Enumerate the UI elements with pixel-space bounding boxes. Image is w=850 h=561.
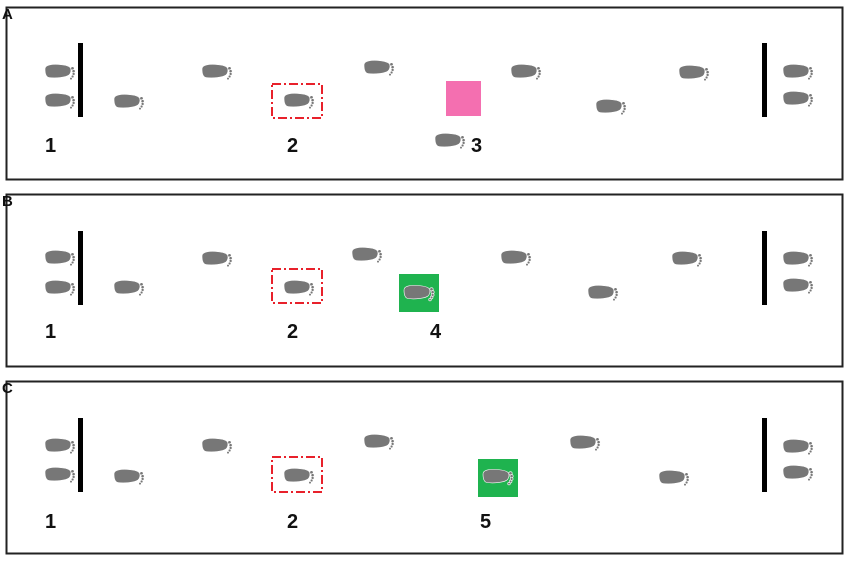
panel-a-border bbox=[5, 6, 844, 181]
panel-a: A 1 2 3 bbox=[2, 6, 844, 181]
label-number: 1 bbox=[45, 511, 56, 533]
panel-c-border bbox=[5, 380, 844, 555]
dashed-target-box bbox=[271, 83, 323, 119]
panel-c-label: C bbox=[2, 380, 13, 397]
label-number: 5 bbox=[480, 511, 491, 533]
barrier-right bbox=[762, 43, 767, 117]
label-number: 4 bbox=[430, 321, 442, 343]
obstacle-square-pink bbox=[446, 81, 481, 116]
panel-c: C 1 2 5 bbox=[2, 380, 844, 555]
panel-b-label: B bbox=[2, 193, 13, 210]
dashed-target-box bbox=[271, 456, 323, 493]
label-number: 2 bbox=[287, 135, 298, 157]
barrier-right bbox=[762, 231, 767, 305]
label-number: 1 bbox=[45, 135, 56, 157]
label-number: 2 bbox=[287, 321, 298, 343]
label-number: 2 bbox=[287, 511, 298, 533]
barrier-left bbox=[78, 418, 83, 492]
dashed-target-box bbox=[271, 268, 323, 304]
barrier-left bbox=[78, 231, 83, 305]
barrier-left bbox=[78, 43, 83, 117]
label-number: 1 bbox=[45, 321, 56, 343]
panel-a-label: A bbox=[2, 6, 13, 23]
panel-b: B 1 2 4 bbox=[2, 193, 844, 368]
barrier-right bbox=[762, 418, 767, 492]
label-number: 3 bbox=[471, 135, 482, 157]
